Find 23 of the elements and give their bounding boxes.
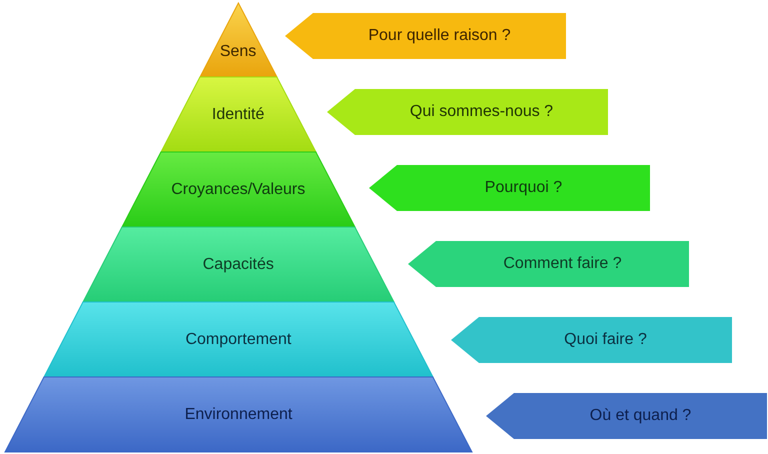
question-label: Où et quand ?	[590, 407, 692, 425]
arrow-callout	[486, 393, 767, 439]
pyramid-level	[122, 152, 355, 227]
level-label: Comportement	[185, 330, 292, 348]
level-label: Croyances/Valeurs	[171, 180, 306, 198]
pyramid-level	[5, 377, 472, 452]
arrow-callout	[451, 317, 732, 363]
arrow-callout	[285, 13, 566, 59]
pyramid-level	[160, 77, 316, 152]
level-label: Sens	[220, 43, 256, 61]
question-label: Comment faire ?	[503, 255, 622, 273]
question-label: Quoi faire ?	[564, 331, 647, 349]
arrow-callout	[369, 165, 650, 211]
question-label: Pour quelle raison ?	[368, 27, 511, 45]
level-label: Environnement	[184, 406, 292, 424]
pyramid-level	[44, 302, 433, 377]
arrow-callout	[408, 241, 689, 287]
question-label: Pourquoi ?	[484, 179, 562, 197]
pyramid-level	[82, 227, 394, 302]
question-label: Qui sommes-nous ?	[410, 103, 554, 121]
arrow-callout	[327, 89, 608, 135]
level-label: Capacités	[202, 256, 274, 274]
level-label: Identité	[212, 106, 264, 124]
